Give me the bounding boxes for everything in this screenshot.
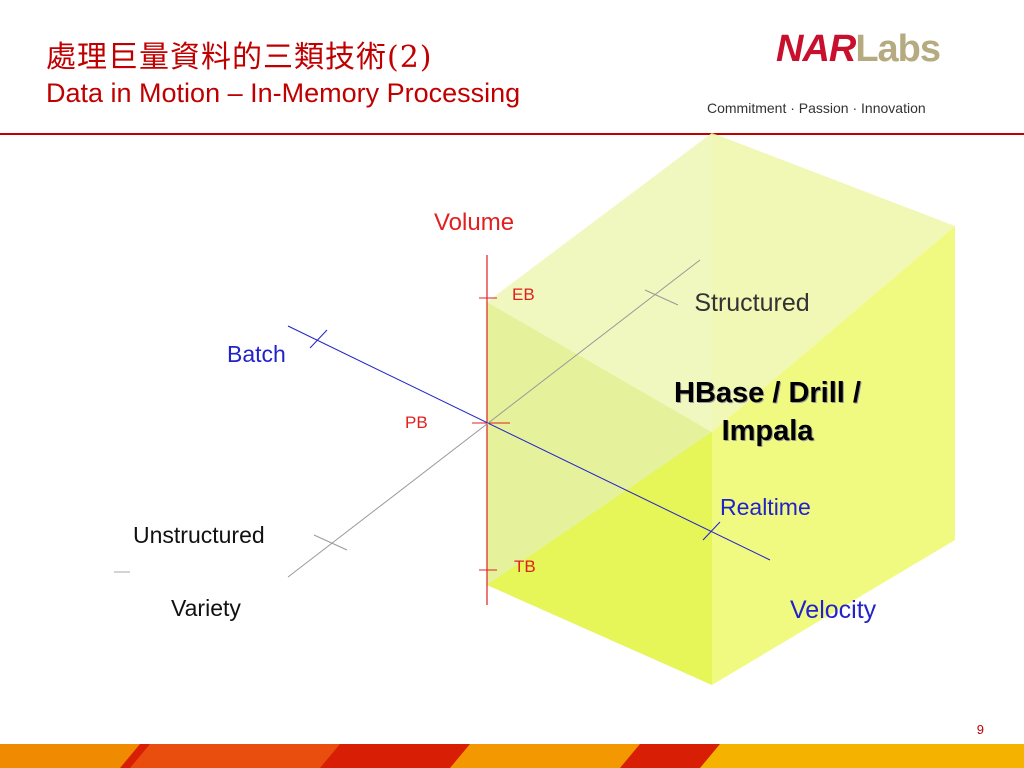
footer-stripe — [450, 744, 640, 768]
slide-title-chinese: 處理巨量資料的三類技術(2) — [46, 40, 433, 75]
velocity-tick-realtime — [702, 521, 721, 541]
volume-axis-label: Volume — [434, 209, 515, 236]
logo-nar-text: NAR — [776, 28, 856, 70]
cube-right-face — [712, 226, 955, 685]
variety-tick-label-structured: Structured — [694, 289, 810, 317]
variety-tick-unstructured — [313, 534, 348, 551]
variety-tick-structured — [644, 289, 679, 306]
footer-stripe — [130, 744, 340, 768]
velocity-tick-label-realtime: Realtime — [720, 494, 811, 520]
velocity-tick-label-batch: Batch — [227, 341, 286, 367]
footer-stripe — [700, 744, 1024, 768]
volume-tick-label-tb: TB — [514, 557, 536, 576]
velocity-axis-label: Velocity — [790, 596, 877, 624]
volume-tick-label-eb: EB — [512, 285, 535, 304]
velocity-tick-batch — [309, 329, 328, 349]
cube-back-left-face — [487, 133, 712, 432]
variety-axis — [287, 259, 701, 578]
velocity-axis — [287, 325, 771, 561]
cube-front-lower-face — [487, 432, 712, 685]
technology-label: HBase / Drill / Impala — [674, 377, 861, 447]
slide-title-english: Data in Motion – In-Memory Processing — [46, 78, 521, 108]
header-divider — [0, 133, 1024, 135]
variety-tick-label-unstructured: Unstructured — [133, 522, 265, 548]
footer-stripe — [0, 744, 140, 768]
tagline: Commitment · Passion · Innovation — [707, 100, 926, 116]
footer-decoration — [0, 744, 1024, 768]
variety-axis-label: Variety — [171, 595, 241, 621]
page-number: 9 — [976, 722, 984, 737]
logo-labs-text: Labs — [855, 28, 941, 70]
narlabs-logo: NARLabs — [776, 28, 941, 71]
volume-tick-label-pb: PB — [405, 413, 428, 432]
